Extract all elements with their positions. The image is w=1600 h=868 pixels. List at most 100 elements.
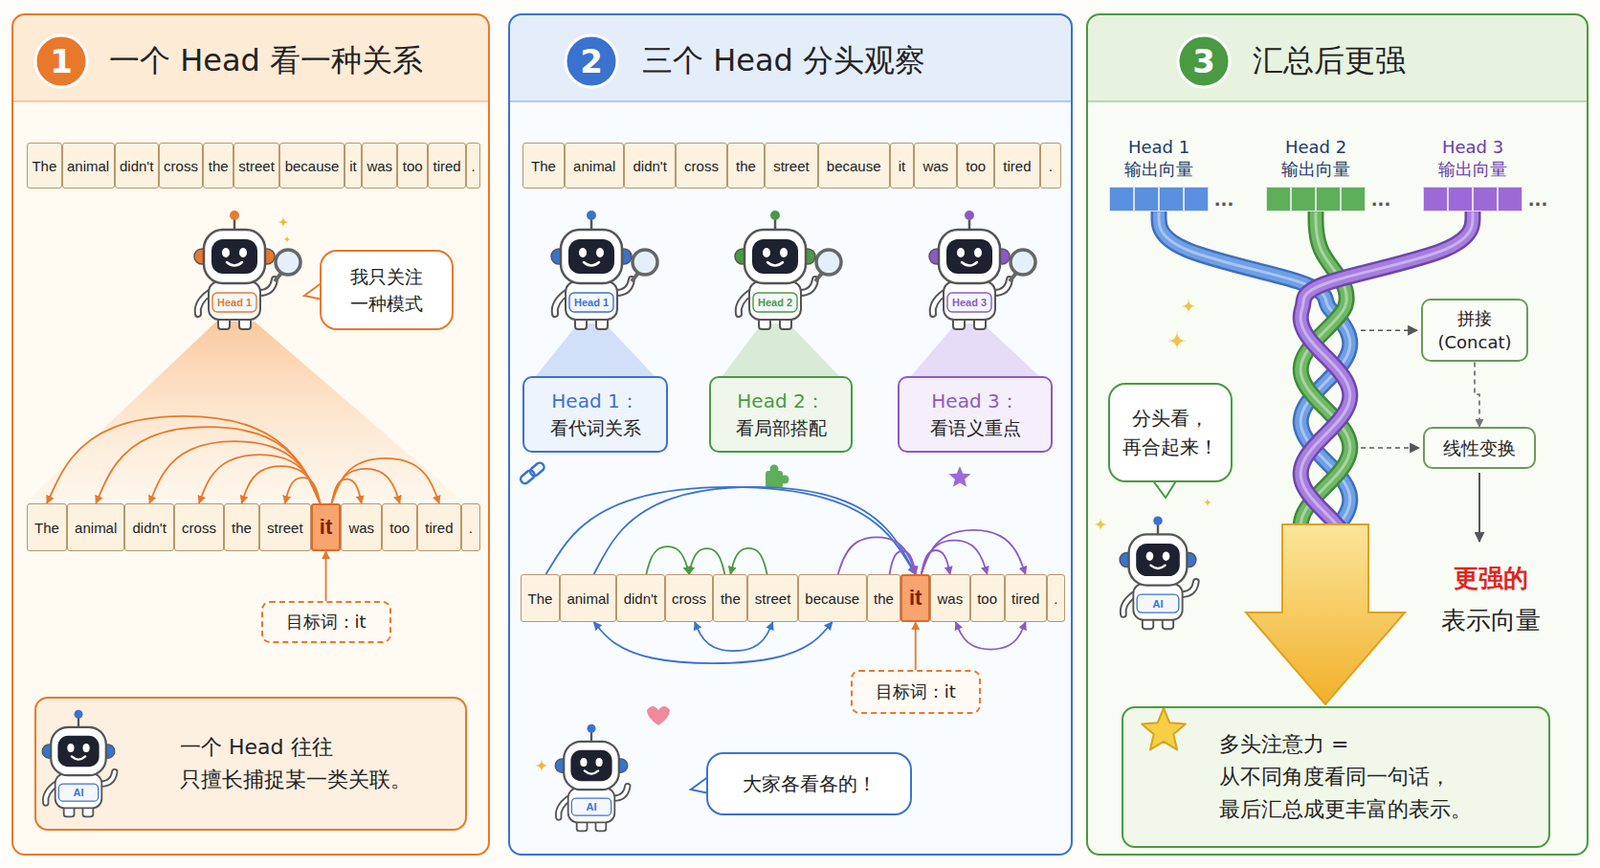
- robot-figure: [616, 279, 632, 293]
- robot-figure: [596, 247, 604, 258]
- token-text: was: [366, 157, 393, 175]
- attention-cone: [28, 321, 1040, 500]
- token-text: The: [34, 519, 60, 536]
- token-box: tired: [417, 503, 461, 552]
- sparkle: [1202, 497, 1213, 508]
- sparkle: [646, 706, 670, 726]
- token-text: the: [720, 590, 741, 607]
- panel-ground: [508, 13, 1073, 102]
- token-box: didn't: [623, 142, 676, 189]
- panel-ground: [11, 13, 490, 856]
- token-box: animal: [559, 574, 617, 623]
- head-icon: [765, 470, 783, 489]
- token-text: .: [470, 157, 475, 175]
- attention-arc: [545, 487, 915, 575]
- token-text: street: [755, 590, 792, 607]
- ellipsis-mark: ...: [1371, 188, 1392, 209]
- head-icon: [770, 465, 779, 474]
- attention-arc: [645, 546, 689, 575]
- token-box: was: [361, 142, 398, 189]
- attention-arc: [838, 536, 916, 575]
- robot-figure: [1181, 581, 1197, 595]
- robot-figure: [194, 210, 301, 330]
- chest-label: Head 1: [217, 296, 252, 309]
- robot-figure: [1162, 551, 1171, 561]
- robot-figure: [55, 773, 103, 808]
- merge-braid: [1300, 212, 1473, 529]
- robot-figure: [994, 279, 1010, 293]
- vector-cell: [1472, 186, 1498, 212]
- token-box: too: [397, 142, 428, 189]
- token-text: cross: [181, 519, 217, 536]
- robot-figure: [929, 210, 1036, 330]
- token-box: too: [970, 574, 1005, 623]
- robot-figure: [964, 210, 975, 221]
- attention-arc: [594, 622, 833, 664]
- token-box: The: [520, 574, 560, 623]
- robot-figure: [1150, 565, 1165, 569]
- step-number-circle: [35, 35, 1230, 88]
- target-box: 目标词：it: [850, 669, 981, 714]
- robot-figure: [50, 727, 107, 776]
- head-text: 看代词关系: [550, 415, 642, 443]
- token-box: didn't: [124, 503, 175, 552]
- token-text: tired: [424, 519, 453, 536]
- bubble-text: 大家各看各的！: [742, 769, 877, 799]
- token-box: cross: [665, 574, 714, 623]
- token-text: .: [1053, 590, 1058, 607]
- token-text: didn't: [132, 519, 166, 536]
- robot-group: [42, 210, 1197, 831]
- token-text: it: [898, 157, 907, 175]
- vector-cell: [1266, 186, 1291, 212]
- arrow-connector: [1474, 361, 1480, 427]
- robot-figure: [749, 281, 801, 320]
- robot-figure: [779, 247, 788, 258]
- vector-cell: [1133, 186, 1159, 212]
- robot-figure: [555, 724, 628, 832]
- panel-ground: [11, 100, 490, 103]
- leader-line: [1360, 329, 1418, 332]
- robot-figure: [565, 281, 618, 320]
- token-box: didn't: [114, 142, 159, 189]
- token-box: it: [344, 142, 362, 189]
- robot-figure: [1133, 583, 1182, 621]
- panel-title: 一个 Head 看一种关系: [109, 40, 423, 83]
- speech-bubble: 我只关注 一种模式: [319, 249, 454, 331]
- head-icon: [780, 475, 790, 485]
- robot-figure: [208, 281, 261, 320]
- speech-bubble: 分头看， 再合起来！: [1108, 382, 1233, 483]
- token-box: the: [727, 142, 765, 189]
- token-box: street: [233, 142, 280, 189]
- step-number-circle: [35, 35, 88, 88]
- robot-figure: [946, 239, 993, 274]
- head-card: Head 1：看代词关系: [522, 376, 668, 453]
- robot-figure: [752, 239, 799, 274]
- chest-label: AI: [73, 786, 85, 799]
- token-box: .: [1040, 142, 1062, 189]
- robot-figure: [211, 239, 258, 274]
- arrow-connector: [325, 551, 328, 601]
- head-icon: [518, 461, 971, 489]
- token-box: The: [26, 503, 67, 552]
- robot-figure: [613, 786, 627, 800]
- token-text: too: [977, 590, 998, 607]
- robot-figure: [1136, 594, 1179, 613]
- head-icon: [949, 466, 972, 488]
- token-box: animal: [564, 142, 624, 189]
- token-text: didn't: [119, 157, 154, 175]
- bubble-tail: [304, 282, 1178, 794]
- token-text: animal: [66, 157, 110, 175]
- robot-figure: [229, 210, 240, 221]
- token-text: the: [873, 590, 894, 607]
- head-card: Head 3：看语义重点: [897, 376, 1053, 453]
- vector-block: Head 3 输出向量: [1417, 135, 1529, 212]
- bubble-text: 分头看， 再合起来！: [1120, 403, 1221, 462]
- attention-arc: [149, 441, 320, 504]
- token-text: too: [389, 519, 410, 536]
- arrow-connector: [914, 622, 917, 670]
- robot-figure: [579, 757, 587, 767]
- token-box: cross: [158, 142, 204, 189]
- attention-arc: [921, 540, 988, 575]
- token-text: because: [804, 590, 860, 607]
- token-text: The: [528, 590, 554, 607]
